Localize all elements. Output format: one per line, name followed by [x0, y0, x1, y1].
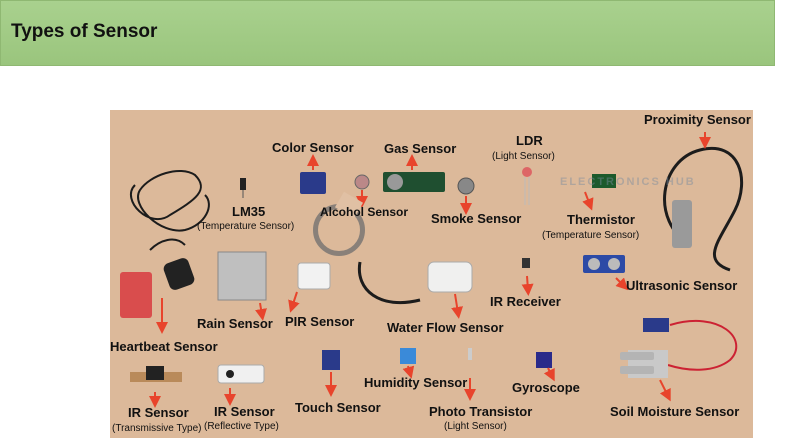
label-heartbeat-sensor: Heartbeat Sensor — [110, 339, 218, 354]
slide-header: Types of Sensor — [0, 0, 775, 66]
label-thermistor: Thermistor — [567, 212, 635, 227]
heartbeat-board — [120, 272, 152, 318]
label-ldr: LDR — [516, 133, 543, 148]
color-sensor-board — [300, 172, 326, 194]
ldr-body — [522, 167, 532, 177]
label-smoke-sensor: Smoke Sensor — [431, 211, 522, 226]
label-ldr-sub: (Light Sensor) — [492, 151, 555, 162]
ir-receiver-body — [522, 258, 530, 268]
arrow-pir — [288, 291, 300, 313]
label-ultrasonic-sensor: Ultrasonic Sensor — [626, 278, 738, 293]
ir-transmissive-slot — [146, 366, 164, 380]
label-photo-transistor: Photo Transistor — [429, 404, 533, 419]
label-alcohol-sensor: Alcohol Sensor — [320, 205, 409, 219]
water-flow-body — [427, 261, 473, 293]
label-ir-receiver: IR Receiver — [490, 294, 561, 309]
thermistor-board — [592, 174, 616, 188]
label-ir-reflective-sub: (Reflective Type) — [204, 421, 279, 432]
humidity-sensor-body — [400, 348, 416, 364]
touch-sensor-board — [322, 350, 340, 370]
label-lm35-sub: (Temperature Sensor) — [197, 221, 295, 232]
slide-title: Types of Sensor — [11, 21, 158, 42]
gyroscope-board — [536, 352, 552, 368]
heartbeat-cable-2 — [149, 238, 186, 251]
photo-transistor-body — [468, 348, 472, 360]
arrow-water-flow — [451, 293, 463, 319]
proximity-cable — [663, 146, 744, 272]
gas-sensor-cap — [387, 174, 403, 190]
arrow-rain — [255, 302, 267, 321]
arrow-soil — [659, 379, 671, 402]
arrow-gyroscope — [543, 367, 555, 382]
label-humidity-sensor: Humidity Sensor — [364, 375, 468, 390]
label-photo-transistor-sub: (Light Sensor) — [444, 421, 507, 432]
label-gas-sensor: Gas Sensor — [384, 141, 457, 156]
arrow-humidity — [402, 365, 415, 379]
watermark-text: ELECTRONICS HUB — [560, 176, 696, 188]
label-ir-sensor-transmissive: IR Sensor — [128, 405, 189, 420]
label-thermistor-sub: (Temperature Sensor) — [542, 230, 640, 241]
label-rain-sensor: Rain Sensor — [197, 316, 273, 331]
soil-moisture-prong-2 — [620, 366, 654, 374]
label-color-sensor: Color Sensor — [272, 140, 354, 155]
arrow-ir-receiver — [521, 275, 534, 296]
smoke-sensor-body — [457, 177, 475, 195]
label-lm35: LM35 — [232, 204, 266, 219]
heartbeat-cable — [129, 170, 210, 232]
soil-moisture-module — [643, 318, 669, 332]
label-water-flow-sensor: Water Flow Sensor — [387, 320, 504, 335]
ultrasonic-eye-left — [588, 258, 600, 270]
ultrasonic-eye-right — [608, 258, 620, 270]
label-soil-moisture-sensor: Soil Moisture Sensor — [610, 404, 740, 419]
proximity-sensor-body — [672, 200, 692, 248]
soil-moisture-prong-1 — [620, 352, 654, 360]
alcohol-sensor-body — [354, 174, 370, 190]
soil-moisture-wire — [667, 319, 738, 371]
pir-sensor-dome — [297, 262, 331, 290]
label-gyroscope: Gyroscope — [512, 380, 580, 395]
ir-reflective-led — [226, 370, 234, 378]
heartbeat-clip — [163, 258, 195, 290]
label-ir-transmissive-sub: (Transmissive Type) — [112, 423, 202, 434]
ir-reflective-board — [217, 364, 265, 384]
label-ir-sensor-reflective: IR Sensor — [214, 404, 275, 419]
rain-sensor-plate — [217, 251, 267, 301]
label-proximity-sensor: Proximity Sensor — [644, 112, 751, 127]
water-flow-cable — [357, 261, 421, 305]
label-pir-sensor: PIR Sensor — [285, 314, 355, 329]
label-touch-sensor: Touch Sensor — [295, 400, 381, 415]
lm35-body — [240, 178, 246, 190]
arrow-thermistor — [582, 191, 594, 211]
arrow-ultrasonic — [615, 277, 629, 291]
